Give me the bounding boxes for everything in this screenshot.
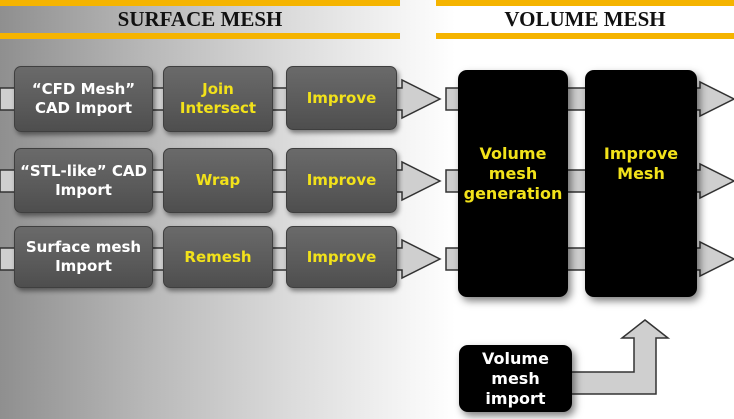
volume-mesh-import: Volume mesh import xyxy=(459,345,572,412)
improve-1: Improve xyxy=(286,66,397,130)
surface-mesh-title: SURFACE MESH xyxy=(117,7,283,31)
volume-mesh-title: VOLUME MESH xyxy=(504,7,666,31)
join-intersect: Join Intersect xyxy=(163,66,273,132)
stl-like-cad-import: “STL-like” CAD Import xyxy=(14,148,153,213)
remesh: Remesh xyxy=(163,226,273,288)
improve-2: Improve xyxy=(286,148,397,213)
volume-bottom-bar xyxy=(436,33,734,39)
volume-top-bar xyxy=(436,0,734,6)
volume-mesh-generation: Volume mesh generation xyxy=(458,70,568,297)
wrap: Wrap xyxy=(163,148,273,213)
surface-mesh-import: Surface mesh Import xyxy=(14,226,153,288)
surface-bottom-bar xyxy=(0,33,400,39)
import-up-arrow xyxy=(567,319,671,395)
improve-3: Improve xyxy=(286,226,397,288)
improve-mesh: Improve Mesh xyxy=(585,70,697,297)
surface-top-bar xyxy=(0,0,400,6)
cfd-mesh-cad-import: “CFD Mesh” CAD Import xyxy=(14,66,153,132)
